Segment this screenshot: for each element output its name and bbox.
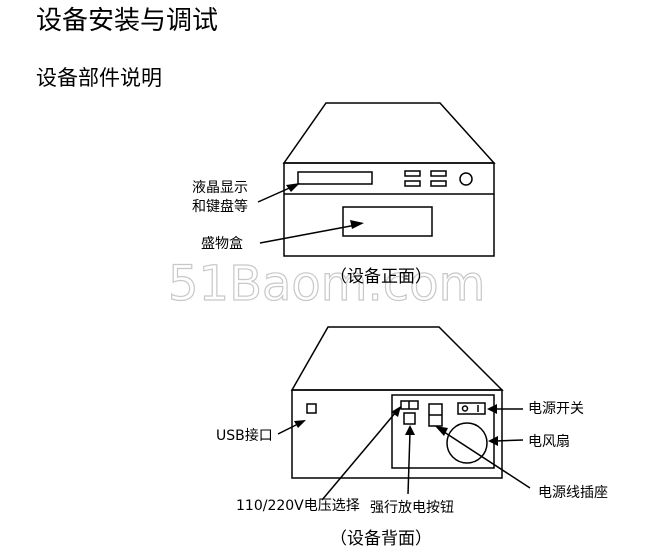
usb-port — [306, 403, 317, 414]
fan-arrowhead — [488, 436, 498, 446]
front-body — [283, 162, 495, 257]
back-body — [291, 389, 503, 479]
label-fan: 电风扇 — [528, 434, 570, 450]
switch-arrowhead — [487, 404, 497, 414]
caption-front: （设备正面） — [330, 267, 432, 287]
lcd-arrow-line — [257, 185, 295, 203]
socket-arrow-line — [440, 429, 531, 489]
tray-arrowhead — [350, 220, 364, 229]
lcd-arrowhead — [286, 183, 300, 192]
front-device — [282, 102, 496, 257]
watermark: 51Baom.com — [167, 255, 486, 312]
front-callouts — [257, 183, 364, 244]
voltage-arrowhead — [391, 406, 401, 417]
label-power-socket: 电源线插座 — [538, 485, 608, 501]
cooling-fan — [446, 422, 488, 464]
label-lcd-line2: 和键盘等 — [192, 199, 248, 215]
voltage-arrow-line — [321, 411, 397, 501]
front-top-panel — [282, 102, 496, 164]
label-discharge: 强行放电按钮 — [370, 500, 454, 516]
label-voltage: 110/220V电压选择 — [236, 498, 360, 514]
section-title: 设备部件说明 — [36, 66, 162, 90]
power-switch — [457, 402, 486, 415]
key-4 — [430, 180, 447, 187]
label-usb: USB接口 — [216, 428, 273, 444]
back-panel — [391, 394, 495, 469]
discharge-button — [403, 412, 416, 425]
page-title: 设备安装与调试 — [36, 6, 219, 36]
lcd-display — [297, 171, 373, 185]
key-2 — [430, 170, 447, 177]
front-knob — [459, 172, 473, 186]
socket-arrowhead — [435, 426, 448, 436]
discharge-arrowhead — [405, 425, 415, 435]
usb-arrowhead — [294, 420, 306, 428]
key-1 — [404, 170, 421, 177]
tray-box — [342, 206, 433, 237]
label-lcd-line1: 液晶显示 — [192, 180, 248, 196]
back-callouts — [277, 404, 531, 501]
power-switch-led — [461, 405, 469, 412]
back-top-panel — [290, 326, 504, 391]
discharge-arrow-line — [407, 431, 411, 495]
back-device — [290, 326, 504, 479]
label-power-switch: 电源开关 — [528, 401, 584, 417]
fan-arrow-line — [494, 439, 524, 442]
key-3 — [404, 180, 421, 187]
tray-arrow-line — [259, 224, 357, 244]
label-tray: 盛物盒 — [201, 236, 243, 252]
caption-back: （设备背面） — [330, 529, 432, 549]
